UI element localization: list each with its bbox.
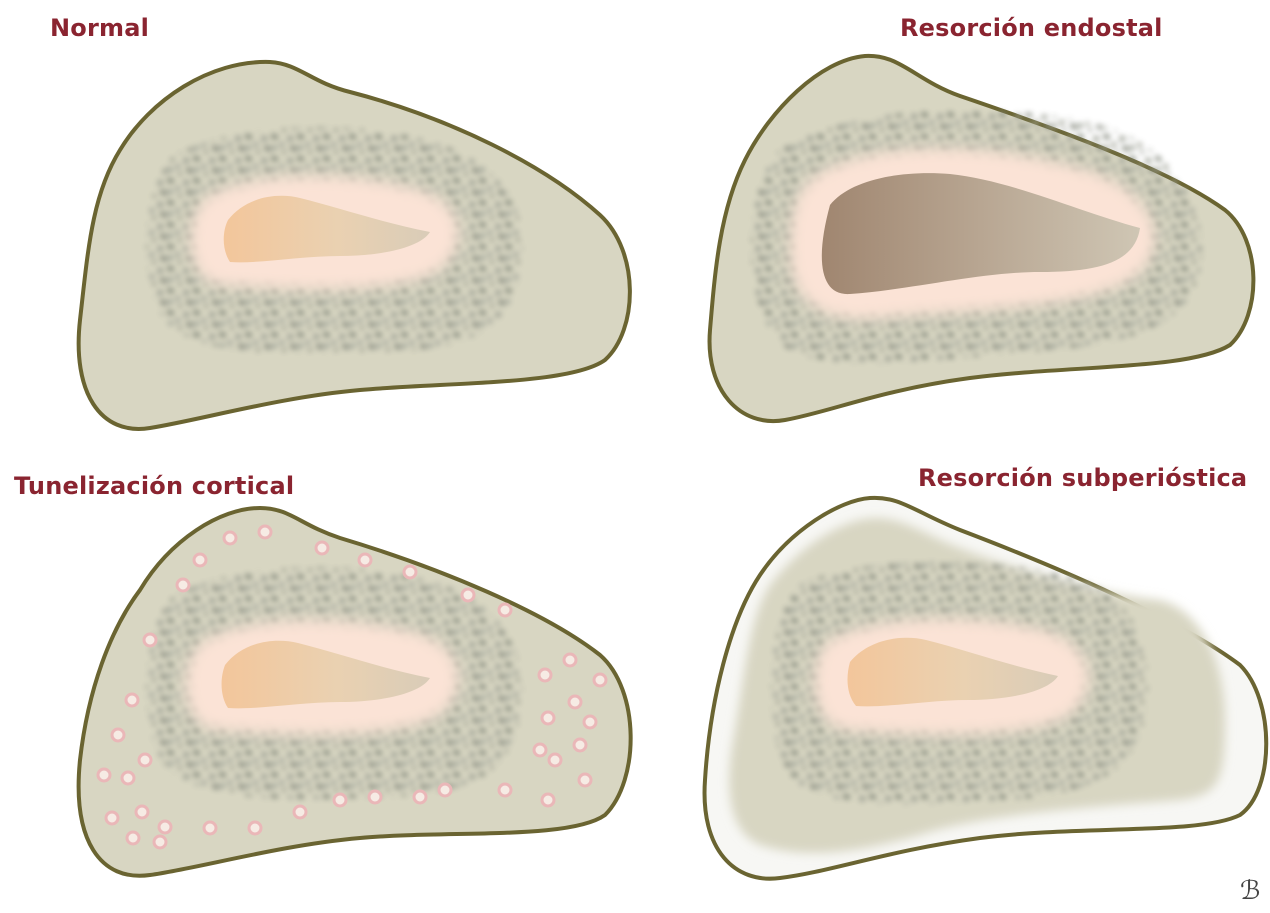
cortical-tunnel-icon	[126, 694, 138, 706]
cortical-tunnel-icon	[144, 634, 156, 646]
cortical-tunnel-icon	[414, 791, 426, 803]
cortical-tunnel-icon	[534, 744, 546, 756]
cortical-tunnel-icon	[106, 812, 118, 824]
bone-section-subperiosteal	[705, 498, 1267, 879]
cortical-tunnel-icon	[574, 739, 586, 751]
cortical-tunnel-icon	[249, 822, 261, 834]
cortical-tunnel-icon	[359, 554, 371, 566]
bone-section-endostal	[710, 56, 1254, 421]
cortical-tunnel-icon	[564, 654, 576, 666]
cortical-tunnel-icon	[98, 769, 110, 781]
cortical-tunnel-icon	[499, 604, 511, 616]
cortical-tunnel-icon	[159, 821, 171, 833]
cortical-tunnel-icon	[136, 806, 148, 818]
cortical-tunnel-icon	[549, 754, 561, 766]
cortical-tunnel-icon	[439, 784, 451, 796]
cortical-tunnel-icon	[224, 532, 236, 544]
cortical-tunnel-icon	[594, 674, 606, 686]
cortical-tunnel-icon	[112, 729, 124, 741]
cortical-tunnel-icon	[259, 526, 271, 538]
cortical-tunnel-icon	[154, 836, 166, 848]
cortical-tunnel-icon	[404, 566, 416, 578]
cortical-tunnel-icon	[462, 589, 474, 601]
bone-section-tunneling	[79, 508, 631, 876]
cortical-tunnel-icon	[316, 542, 328, 554]
cortical-tunnel-icon	[569, 696, 581, 708]
cortical-tunnel-icon	[334, 794, 346, 806]
cortical-tunnel-icon	[542, 712, 554, 724]
cortical-tunnel-icon	[499, 784, 511, 796]
bone-section-normal	[79, 62, 630, 429]
cortical-tunnel-icon	[539, 669, 551, 681]
cortical-tunnel-icon	[122, 772, 134, 784]
cortical-tunnel-icon	[369, 791, 381, 803]
cortical-tunnel-icon	[579, 774, 591, 786]
cortical-tunnel-icon	[139, 754, 151, 766]
cortical-tunnel-icon	[584, 716, 596, 728]
cortical-tunnel-icon	[542, 794, 554, 806]
cortical-tunnel-icon	[204, 822, 216, 834]
cortical-tunnel-icon	[194, 554, 206, 566]
cortical-tunnel-icon	[127, 832, 139, 844]
cortical-tunnel-icon	[294, 806, 306, 818]
artist-signature: ℬ	[1240, 876, 1260, 906]
cortical-tunnel-icon	[177, 579, 189, 591]
